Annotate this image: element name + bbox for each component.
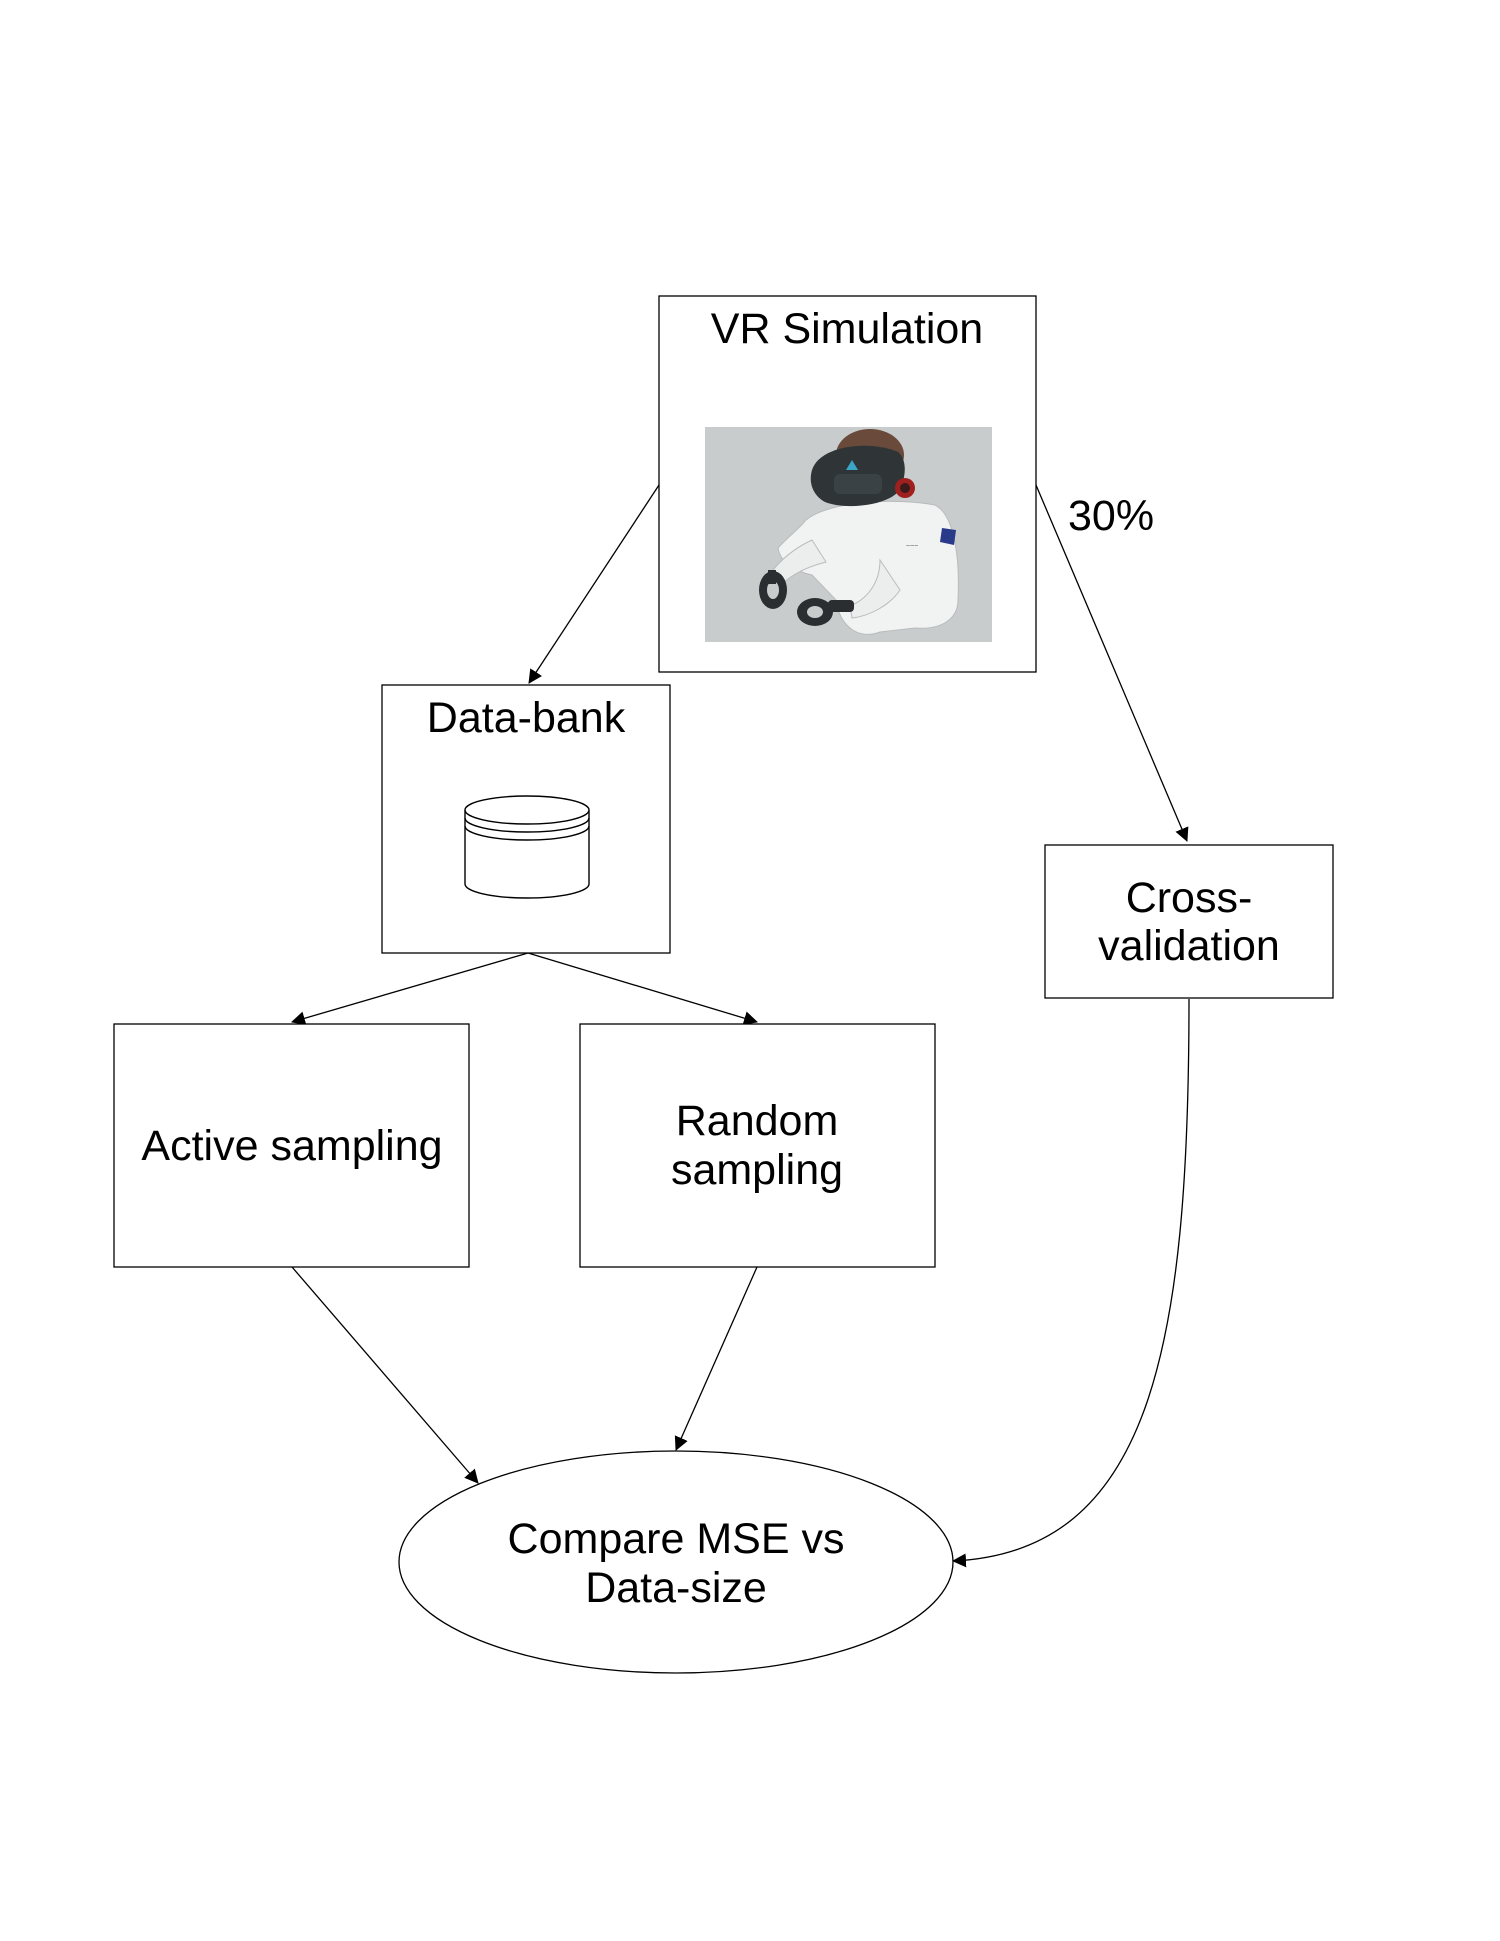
- vr-simulation-label: VR Simulation: [711, 305, 983, 353]
- data-bank-label: Data-bank: [427, 694, 626, 742]
- edge-databank-to-random: [527, 952, 758, 1025]
- edge-label-30-percent: 30%: [1068, 492, 1154, 540]
- cross-validation-label-line2: validation: [1098, 922, 1280, 970]
- node-vr-simulation[interactable]: VR Simulation: [658, 295, 1037, 673]
- active-sampling-box: [113, 1023, 470, 1268]
- node-compare[interactable]: Compare MSE vs Data-size: [398, 1450, 954, 1674]
- edge-vr-to-databank: [528, 484, 660, 684]
- node-random-sampling[interactable]: Random sampling: [579, 1023, 936, 1268]
- cross-validation-box: [1044, 844, 1334, 999]
- edges: [291, 484, 1190, 1568]
- compare-label-line1: Compare MSE vs: [508, 1515, 845, 1563]
- edge-vr-to-crossvalidation: [1035, 484, 1189, 842]
- edge-databank-to-active: [291, 952, 529, 1026]
- edge-random-to-compare: [674, 1266, 758, 1451]
- cross-validation-label-line1: Cross-: [1126, 874, 1253, 922]
- random-sampling-box: [579, 1023, 936, 1268]
- vr-headset-user-photo: ~~~: [705, 427, 992, 642]
- compare-ellipse: [398, 1450, 954, 1674]
- compare-label-line2: Data-size: [585, 1564, 767, 1612]
- edge-active-to-compare: [291, 1266, 479, 1484]
- active-sampling-label: Active sampling: [141, 1122, 442, 1170]
- edge-crossvalidation-to-compare: [952, 998, 1190, 1568]
- database-icon: [464, 795, 590, 899]
- node-data-bank[interactable]: Data-bank: [381, 684, 671, 954]
- random-sampling-label-line2: sampling: [671, 1146, 843, 1194]
- node-cross-validation[interactable]: Cross- validation: [1044, 844, 1334, 999]
- node-active-sampling[interactable]: Active sampling: [113, 1023, 470, 1268]
- svg-text:~~~: ~~~: [906, 543, 918, 550]
- random-sampling-label-line1: Random: [676, 1097, 839, 1145]
